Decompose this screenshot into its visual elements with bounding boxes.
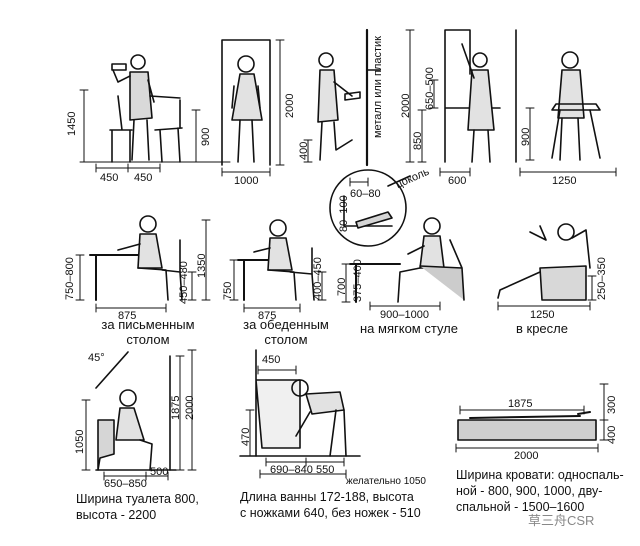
doorway-figure	[221, 39, 271, 166]
bath-width-550: 550	[316, 464, 335, 476]
desk-width-875: 875	[118, 310, 137, 322]
toilet-figure	[95, 351, 177, 471]
kitchen-height-850: 850	[412, 131, 424, 150]
ironing-width-1250: 1250	[552, 175, 577, 187]
kitchen-width-600: 600	[448, 175, 467, 187]
bed-caption-line1: Ширина кровати: односпаль-	[456, 468, 624, 482]
bed-length-1875: 1875	[508, 398, 533, 410]
bath-caption-line1: Длина ванны 172-188, высота	[240, 490, 414, 504]
waiter-height-900: 900	[200, 127, 212, 146]
desk-figure	[89, 215, 183, 301]
plinth-size-60-80: 60–80	[350, 188, 381, 200]
metal-or-plastic-label: металл или пластик	[372, 36, 384, 138]
toilet-height-1050: 1050	[74, 429, 86, 454]
desk-seat-height-450-480: 450–480	[178, 261, 190, 304]
ironing-figure	[515, 29, 601, 163]
armchair-height-250-350: 250–350	[596, 257, 608, 300]
bath-height-470: 470	[240, 427, 252, 446]
bed-height-400: 400	[606, 425, 618, 444]
shelf-dims	[303, 139, 313, 163]
soft-chair-figure	[349, 217, 465, 303]
bed-length-2000: 2000	[514, 450, 539, 462]
bed-figure	[457, 411, 597, 441]
desk-height-1350: 1350	[196, 253, 208, 278]
kitchen-figure	[444, 29, 501, 163]
doorway-width-1000: 1000	[234, 175, 259, 187]
kitchen-height-2000: 2000	[400, 93, 412, 118]
watermark: 草三舟CSR	[528, 513, 595, 528]
dining-figure	[237, 219, 315, 301]
bath-preferred-1050: желательно 1050	[346, 476, 426, 487]
doorway-dims	[221, 39, 285, 177]
desk-dims	[75, 219, 211, 313]
bath-dims	[245, 365, 347, 479]
bath-caption-line2: с ножками 640, без ножек - 510	[240, 506, 421, 520]
dining-width-875: 875	[258, 310, 277, 322]
soft-chair-caption: на мягком стуле	[360, 321, 458, 336]
soft-chair-dims	[341, 263, 441, 311]
desk-caption: за письменным столом	[101, 317, 195, 347]
toilet-caption-line1: Ширина туалета 800,	[76, 492, 199, 506]
right-chair	[149, 95, 183, 163]
armchair-dims	[497, 275, 597, 311]
waiter-height-1450: 1450	[66, 111, 78, 136]
waiter-width-450-left: 450	[100, 172, 119, 184]
toilet-width-500: 500	[150, 466, 169, 478]
waiter-figure	[111, 54, 155, 161]
shelf-height-400: 400	[298, 141, 310, 160]
left-chair	[109, 95, 133, 163]
waiter-width-450-right: 450	[134, 172, 153, 184]
armchair-figure	[497, 223, 591, 301]
dining-dims	[229, 259, 327, 313]
bath-width-450: 450	[262, 354, 281, 366]
dining-height-750: 750	[222, 281, 234, 300]
toilet-height-2000: 2000	[184, 395, 196, 420]
kitchen-dims	[405, 29, 471, 177]
toilet-dims	[81, 349, 197, 481]
desk-height-750-800: 750–800	[64, 257, 76, 300]
plinth-detail	[329, 169, 411, 247]
plinth-size-80-100: 80–100	[338, 195, 350, 232]
toilet-height-1875: 1875	[170, 395, 182, 420]
soft-chair-width-900-1000: 900–1000	[380, 309, 429, 321]
soft-chair-seat-375-400: 375–400	[352, 259, 364, 302]
bed-dims	[455, 383, 609, 453]
reaching-figure	[317, 28, 381, 167]
bed-caption-line3: спальной - 1500–1600	[456, 500, 585, 514]
ironing-dims	[519, 107, 617, 177]
armchair-caption: в кресле	[516, 321, 568, 336]
dining-seat-height-400-450: 400–450	[312, 257, 324, 300]
ironing-height-900: 900	[520, 127, 532, 146]
toilet-width-650-850: 650–850	[104, 478, 147, 490]
bath-width-690-840: 690–840	[270, 464, 313, 476]
doorway-height-2000: 2000	[284, 93, 296, 118]
bath-figure	[239, 349, 361, 457]
toilet-angle-45: 45°	[88, 352, 105, 364]
bed-caption-line2: ной - 800, 900, 1000, дву-	[456, 484, 603, 498]
waiter-dims	[79, 89, 231, 173]
bed-height-300: 300	[606, 395, 618, 414]
armchair-width-1250: 1250	[530, 309, 555, 321]
dining-caption: за обеденным столом	[243, 317, 329, 347]
toilet-caption-line2: высота - 2200	[76, 508, 157, 522]
kitchen-height-650-500: 650–500	[424, 67, 436, 110]
soft-chair-height-700: 700	[336, 277, 348, 296]
